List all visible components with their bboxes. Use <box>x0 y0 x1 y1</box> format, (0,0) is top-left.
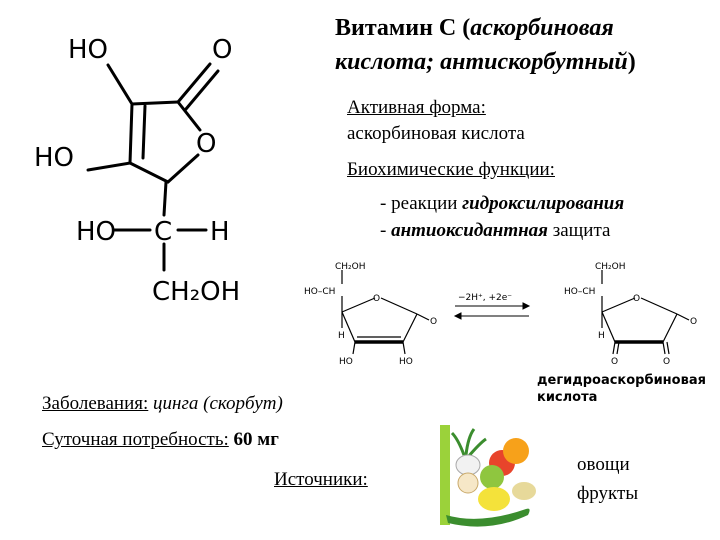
function-item-2-emph: антиоксидантная <box>391 220 548 241</box>
function-item-1-emph: гидроксилирования <box>462 193 625 214</box>
active-form-label: Активная форма: <box>347 97 486 118</box>
radish-icon <box>455 454 481 476</box>
dehydro-label-line2: кислота <box>537 390 598 405</box>
function-item-1: - реакции гидроксилирования <box>380 192 624 216</box>
slide-title-line2: кислота; антискорбутный) <box>335 48 636 76</box>
onion-icon <box>457 472 479 494</box>
ascorbic-acid-small <box>341 270 430 355</box>
left-o-keto: O <box>430 317 437 327</box>
slide-title: Витамин С (аскорбиновая <box>335 14 614 42</box>
right-o1: O <box>611 357 618 367</box>
source-item-vegetables: овощи <box>577 454 630 475</box>
potato-icon <box>512 482 536 500</box>
ho-top-label: HO <box>68 35 108 65</box>
function-item-2: - антиоксидантная защита <box>380 219 610 243</box>
right-h: H <box>598 331 605 341</box>
arrow-label: −2H⁺, +2e⁻ <box>458 293 512 303</box>
dehydro-label-line1: дегидроаскорбиновая <box>537 373 706 388</box>
right-o-keto: O <box>690 317 697 327</box>
left-ho1: HO <box>339 357 353 367</box>
function-item-2-prefix: - <box>380 220 392 241</box>
sources-label: Источники: <box>274 469 368 490</box>
functions-label: Биохимические функции: <box>347 159 555 180</box>
left-ho2: HO <box>399 357 413 367</box>
o-top-label: O <box>212 35 232 65</box>
c-label: C <box>154 217 172 247</box>
ho-mid-label: HO <box>34 143 74 173</box>
right-hoch: HO–CH <box>564 287 595 297</box>
daily-label: Суточная потребность: <box>42 429 229 450</box>
disease-line: Заболевания: цинга (скорбут) <box>42 392 283 416</box>
lemon-icon <box>478 487 510 511</box>
dehydroascorbic-acid-small <box>601 270 690 355</box>
title-close: ) <box>627 49 636 75</box>
o-ring-label: O <box>196 129 216 159</box>
disease-label: Заболевания: <box>42 393 149 414</box>
right-o-ring: O <box>633 294 640 304</box>
daily-value: 60 мг <box>233 429 279 450</box>
source-item-fruits: фрукты <box>577 483 639 504</box>
h-label: H <box>210 217 230 247</box>
reaction-arrows <box>453 302 531 320</box>
cucumber-icon <box>446 508 530 527</box>
left-hoch: HO–CH <box>304 287 335 297</box>
function-item-1-prefix: - реакции <box>380 193 463 214</box>
left-ch2oh: CH₂OH <box>335 262 366 272</box>
daily-line: Суточная потребность: 60 мг <box>42 428 279 452</box>
orange-icon <box>503 438 529 464</box>
ascorbic-acid-structure: HO O HO O HO C H CH₂OH <box>34 35 240 307</box>
ch2oh-label: CH₂OH <box>152 277 240 307</box>
title-italic-line2: кислота; антискорбутный <box>335 49 628 75</box>
ho-c-label: HO <box>76 217 116 247</box>
oxidation-reaction-diagram: CH₂OH HO–CH O O H HO HO −2H⁺, +2e⁻ <box>304 262 697 367</box>
title-main: Витамин С ( <box>335 15 471 41</box>
green-bar <box>440 425 450 525</box>
disease-value: цинга (скорбут) <box>153 393 283 414</box>
function-item-2-suffix: защита <box>547 220 611 241</box>
active-form-value: аскорбиновая кислота <box>347 123 525 144</box>
right-ch2oh: CH₂OH <box>595 262 626 272</box>
lime-icon <box>480 465 504 489</box>
title-italic-line1: аскорбиновая <box>470 15 614 41</box>
fruits-vegetables-image <box>440 425 558 533</box>
right-o2: O <box>663 357 670 367</box>
left-o-ring: O <box>373 294 380 304</box>
left-h: H <box>338 331 345 341</box>
